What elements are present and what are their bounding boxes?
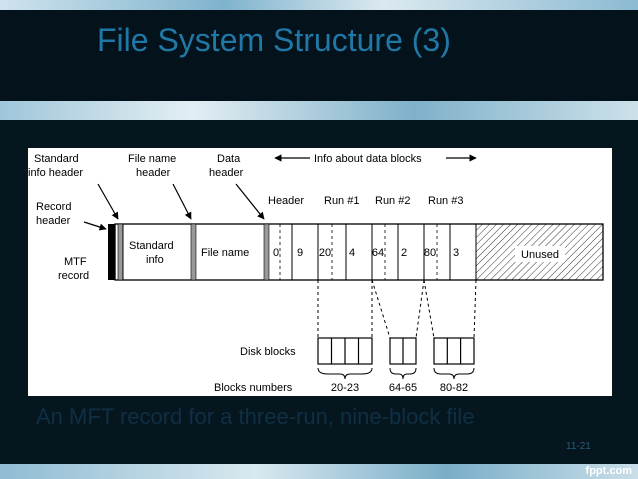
label-standard-info-header-2: info header: [28, 167, 83, 179]
block-range-run1: 20-23: [331, 382, 359, 394]
standard-info-header-bar: [117, 223, 124, 281]
label-record-header-1: Record: [36, 201, 71, 213]
slide-caption: An MFT record for a three-run, nine-bloc…: [36, 404, 475, 429]
run1-value-1: 4: [349, 247, 355, 259]
header-value-0: 0: [273, 247, 279, 259]
label-disk-blocks: Disk blocks: [240, 346, 296, 358]
block-range-run3: 80-82: [440, 382, 468, 394]
block-range-run2: 64-65: [389, 382, 417, 394]
record-header-block: [108, 224, 115, 280]
bottom-decor-bar: [0, 464, 638, 479]
label-run1: Run #1: [324, 195, 359, 207]
data-header-bar: [263, 223, 270, 281]
file-name-header-bar: [190, 223, 197, 281]
mtf-record-label-1: MTF: [64, 256, 87, 268]
header-separator-bar: [0, 101, 638, 120]
field-file-name: File name: [201, 247, 249, 259]
label-data-header-2: header: [209, 167, 244, 179]
disk-blocks-run3: [433, 337, 475, 365]
label-data-header-1: Data: [217, 153, 241, 165]
arrow-record-header: [83, 221, 107, 231]
slide-number: 11-21: [566, 441, 591, 452]
brand-logo-text: fppt.com: [585, 465, 632, 477]
arrow-data-header: [235, 183, 265, 220]
disk-blocks-run1: [317, 337, 373, 365]
run1-value-0: 20: [319, 247, 331, 259]
title-band: [0, 10, 638, 102]
arrow-standard-info: [97, 183, 119, 220]
run-connectors: [317, 279, 477, 339]
label-info-about-data-blocks: Info about data blocks: [314, 153, 422, 165]
field-unused: Unused: [521, 249, 559, 261]
block-braces: [317, 367, 475, 380]
label-run2: Run #2: [375, 195, 410, 207]
header-value-1: 9: [297, 247, 303, 259]
disk-blocks-run2: [389, 337, 417, 365]
run2-value-0: 64: [372, 247, 384, 259]
label-file-name-header-1: File name: [128, 153, 176, 165]
label-file-name-header-2: header: [136, 167, 171, 179]
label-run3: Run #3: [428, 195, 463, 207]
label-blocks-numbers: Blocks numbers: [214, 382, 293, 394]
run3-value-0: 80: [424, 247, 436, 259]
slide-title: File System Structure (3): [97, 22, 451, 58]
run3-value-1: 3: [453, 247, 459, 259]
top-decor-bar: [0, 0, 638, 10]
label-header: Header: [268, 195, 304, 207]
run2-value-1: 2: [401, 247, 407, 259]
mtf-record-label-2: record: [58, 270, 89, 282]
mft-record-diagram: Standard info header File name header Da…: [28, 148, 612, 396]
field-standard-info-2: info: [146, 254, 164, 266]
label-record-header-2: header: [36, 215, 71, 227]
arrow-file-name: [172, 183, 192, 220]
label-standard-info-header-1: Standard: [34, 153, 79, 165]
field-standard-info-1: Standard: [129, 240, 174, 252]
